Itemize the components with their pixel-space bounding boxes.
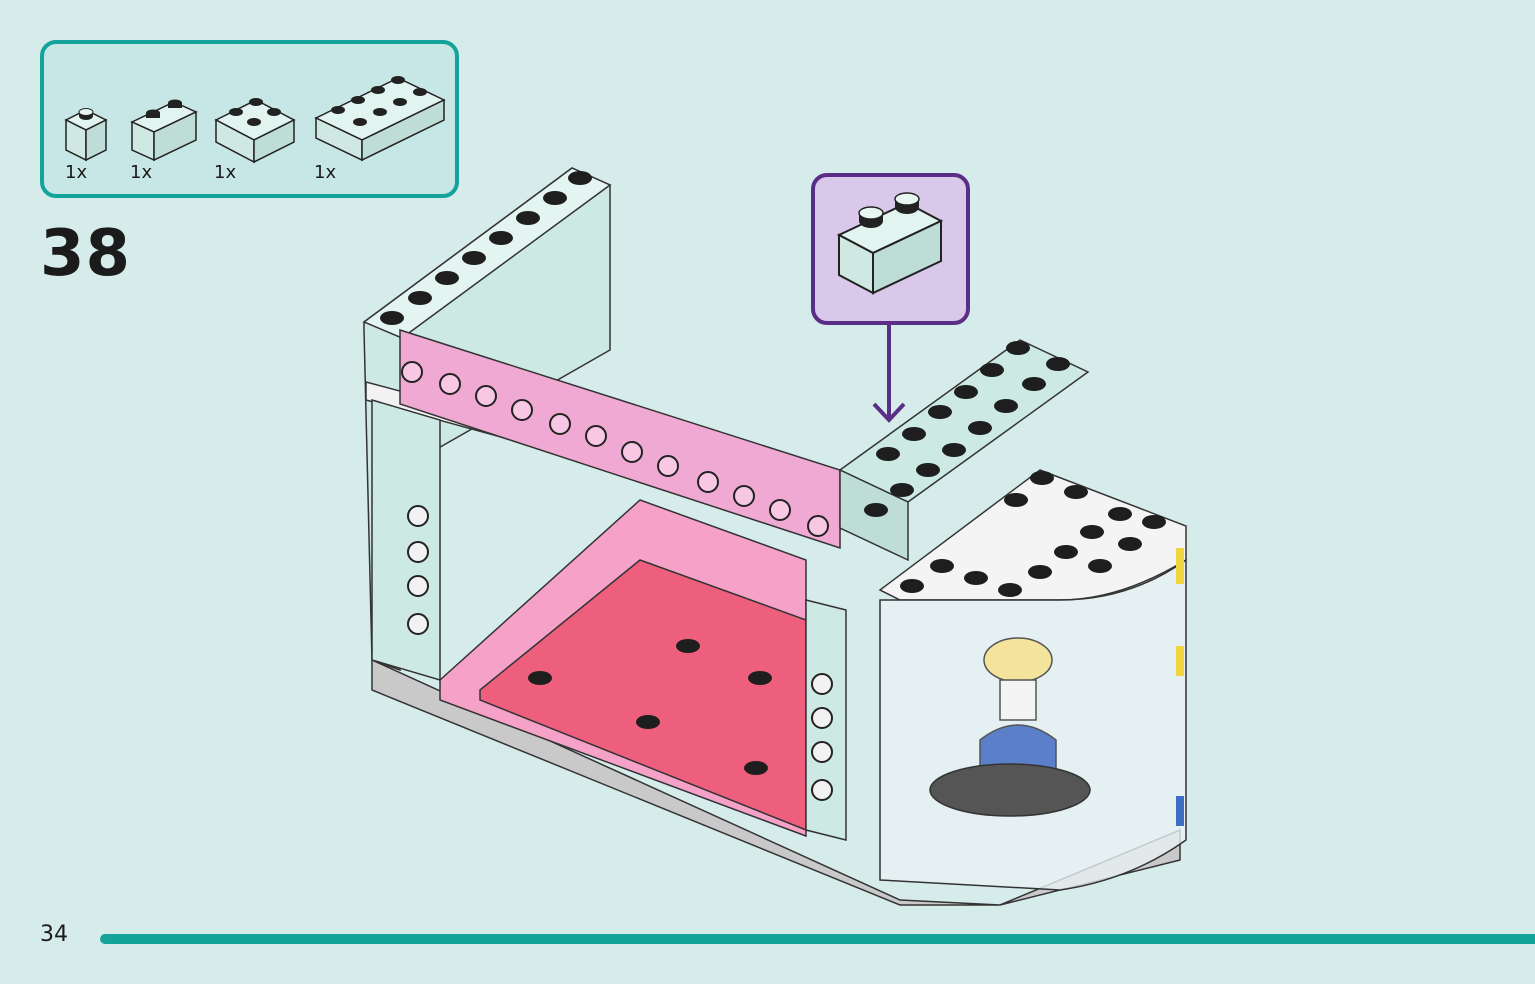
part-quantity: 1x [314, 162, 337, 183]
step-number: 38 [40, 217, 132, 291]
brick-2x4-icon [312, 64, 448, 164]
new-part-callout [811, 173, 970, 325]
brick-1x2-icon [128, 96, 200, 164]
wall-studs [380, 171, 592, 325]
part-quantity: 1x [214, 162, 237, 183]
brick-1x2-icon [836, 192, 944, 295]
parts-list-box: 1x 1x 1x [40, 40, 459, 198]
brick-1x1-icon [62, 102, 112, 164]
page-number: 34 [40, 922, 68, 947]
brick-2x2-icon [212, 84, 298, 166]
part-quantity: 1x [130, 162, 153, 183]
page-progress-bar [100, 934, 1535, 944]
part-quantity: 1x [65, 162, 88, 183]
